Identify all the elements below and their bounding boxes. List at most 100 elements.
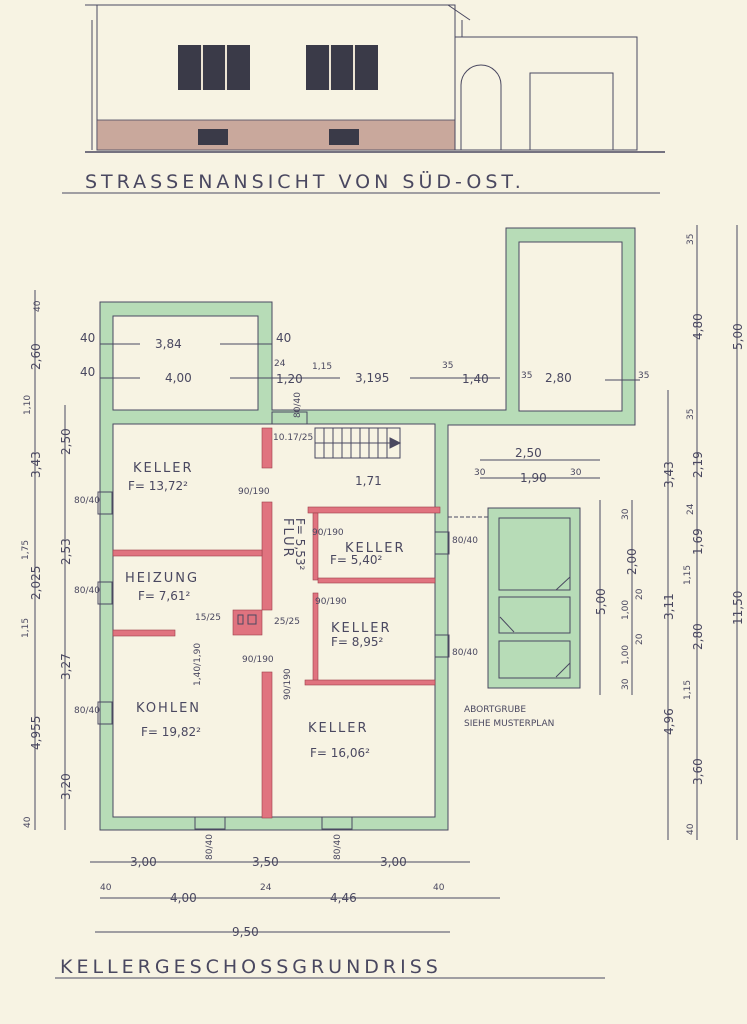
dimension: 1,00 [621,600,631,620]
window-dimension: 80/40 [205,834,215,860]
dimension: 40 [433,883,445,893]
dimension: 3,43 [662,461,676,488]
street-elevation: STRASSENANSICHT VON SÜD-OST. [62,4,665,194]
dimension: 1,69 [691,528,705,555]
dimension: 3,84 [155,337,182,351]
room-name: KELLER [133,461,193,476]
dimension: 5,00 [731,323,745,350]
dimension: 30 [621,678,631,690]
dimension: 40 [100,883,112,893]
dimension: 3,00 [380,855,407,869]
dimension: 9,50 [232,925,259,939]
dimension: 1,15 [21,618,31,638]
door-dimension: 90/190 [238,487,270,497]
dimension: 40 [33,300,43,312]
dimension: 24 [686,503,696,515]
dimension: 2,50 [59,428,73,455]
cesspit [448,507,581,689]
room-area: F= 8,95² [331,635,383,649]
dimension: 4,00 [165,371,192,385]
door-dimension: 90/190 [312,528,344,538]
door-dimension: 90/190 [315,597,347,607]
dimension: 1,40/1,90 [193,643,203,686]
dimension: 4,46 [330,891,357,905]
room-area: F= 5,40² [330,553,382,567]
door-dimension: 80/40 [293,392,303,418]
room-name: HEIZUNG [125,571,199,586]
dimension: 1,15 [683,680,693,700]
outer-walls [99,227,636,831]
plan-title: KELLERGESCHOSSGRUNDRISS [60,956,442,978]
dimension: 40 [276,331,291,345]
dimension: 35 [686,409,696,420]
dimension: 3,27 [59,653,73,680]
dimension: 1,15 [683,565,693,585]
dimension: 40 [23,816,33,828]
window-dimension: 80/40 [74,496,100,506]
dimension: 3,00 [130,855,157,869]
room-area: F= 7,61² [138,589,190,603]
cesspit-note: ABORTGRUBE [464,705,526,715]
dimension: 20 [635,633,645,645]
dimension: 1,90 [520,471,547,485]
inner-wall [317,577,436,584]
dimension: 3,20 [59,773,73,800]
dimension: 25/25 [274,617,300,627]
dimension: 35 [521,371,532,381]
door-dimension: 90/190 [283,668,293,700]
dimension: 2,60 [29,343,43,370]
room-area: F= 5,53² [293,518,307,570]
dimension-lines [34,225,738,933]
dimension: 4,955 [29,716,43,750]
floor-plan: KELLER F= 13,72² HEIZUNG F= 7,61² KOHLEN… [21,225,745,979]
dimension: 11,50 [731,591,745,625]
inner-wall [261,671,273,819]
dimension: 30 [474,468,486,478]
window-dimension: 80/40 [74,706,100,716]
arched-door [460,64,502,151]
dimension: 2,19 [691,451,705,478]
dimension: 40 [686,823,696,835]
dimension: 1,40 [462,372,489,386]
basement-window [329,129,359,145]
garage-door [529,72,614,151]
stair-label: 10.17/25 [273,433,313,443]
room-name: KELLER [345,541,405,556]
window-dimension: 80/40 [452,648,478,658]
dimension: 4,96 [662,708,676,735]
wall-windows [97,411,450,830]
room-name: KELLER [308,721,368,736]
room-area: F= 13,72² [128,479,188,493]
staircase [314,427,402,459]
dimension: 24 [260,883,272,893]
dimension: 20 [635,588,645,600]
dimension: 35 [442,361,453,371]
inner-wall [304,679,436,686]
dimension: 30 [621,508,631,520]
dimension: 4,80 [691,313,705,340]
room-name: KOHLEN [136,701,201,716]
dimension: 1,10 [23,395,33,415]
dimension: 2,00 [625,548,639,575]
room-name: KELLER [331,621,391,636]
inner-wall [112,549,263,557]
dimension: 4,00 [170,891,197,905]
dimension: 3,195 [355,371,389,385]
dimension: 5,00 [594,588,608,615]
inner-wall [312,512,319,581]
room-area: F= 19,82² [141,725,201,739]
dimension: 40 [80,331,95,345]
dimension: 40 [80,365,95,379]
window-dimension: 80/40 [452,536,478,546]
dimension: 1,75 [21,540,31,560]
dimension: 1,00 [621,645,631,665]
elevation-title: STRASSENANSICHT VON SÜD-OST. [85,170,525,193]
dimension: 2,53 [59,538,73,565]
dimension: 1,20 [276,372,303,386]
window [178,45,250,90]
stair-height: 1,71 [355,474,382,488]
dimension: 2,80 [545,371,572,385]
room-area: F= 16,06² [310,746,370,760]
cesspit-note: SIEHE MUSTERPLAN [464,719,554,729]
